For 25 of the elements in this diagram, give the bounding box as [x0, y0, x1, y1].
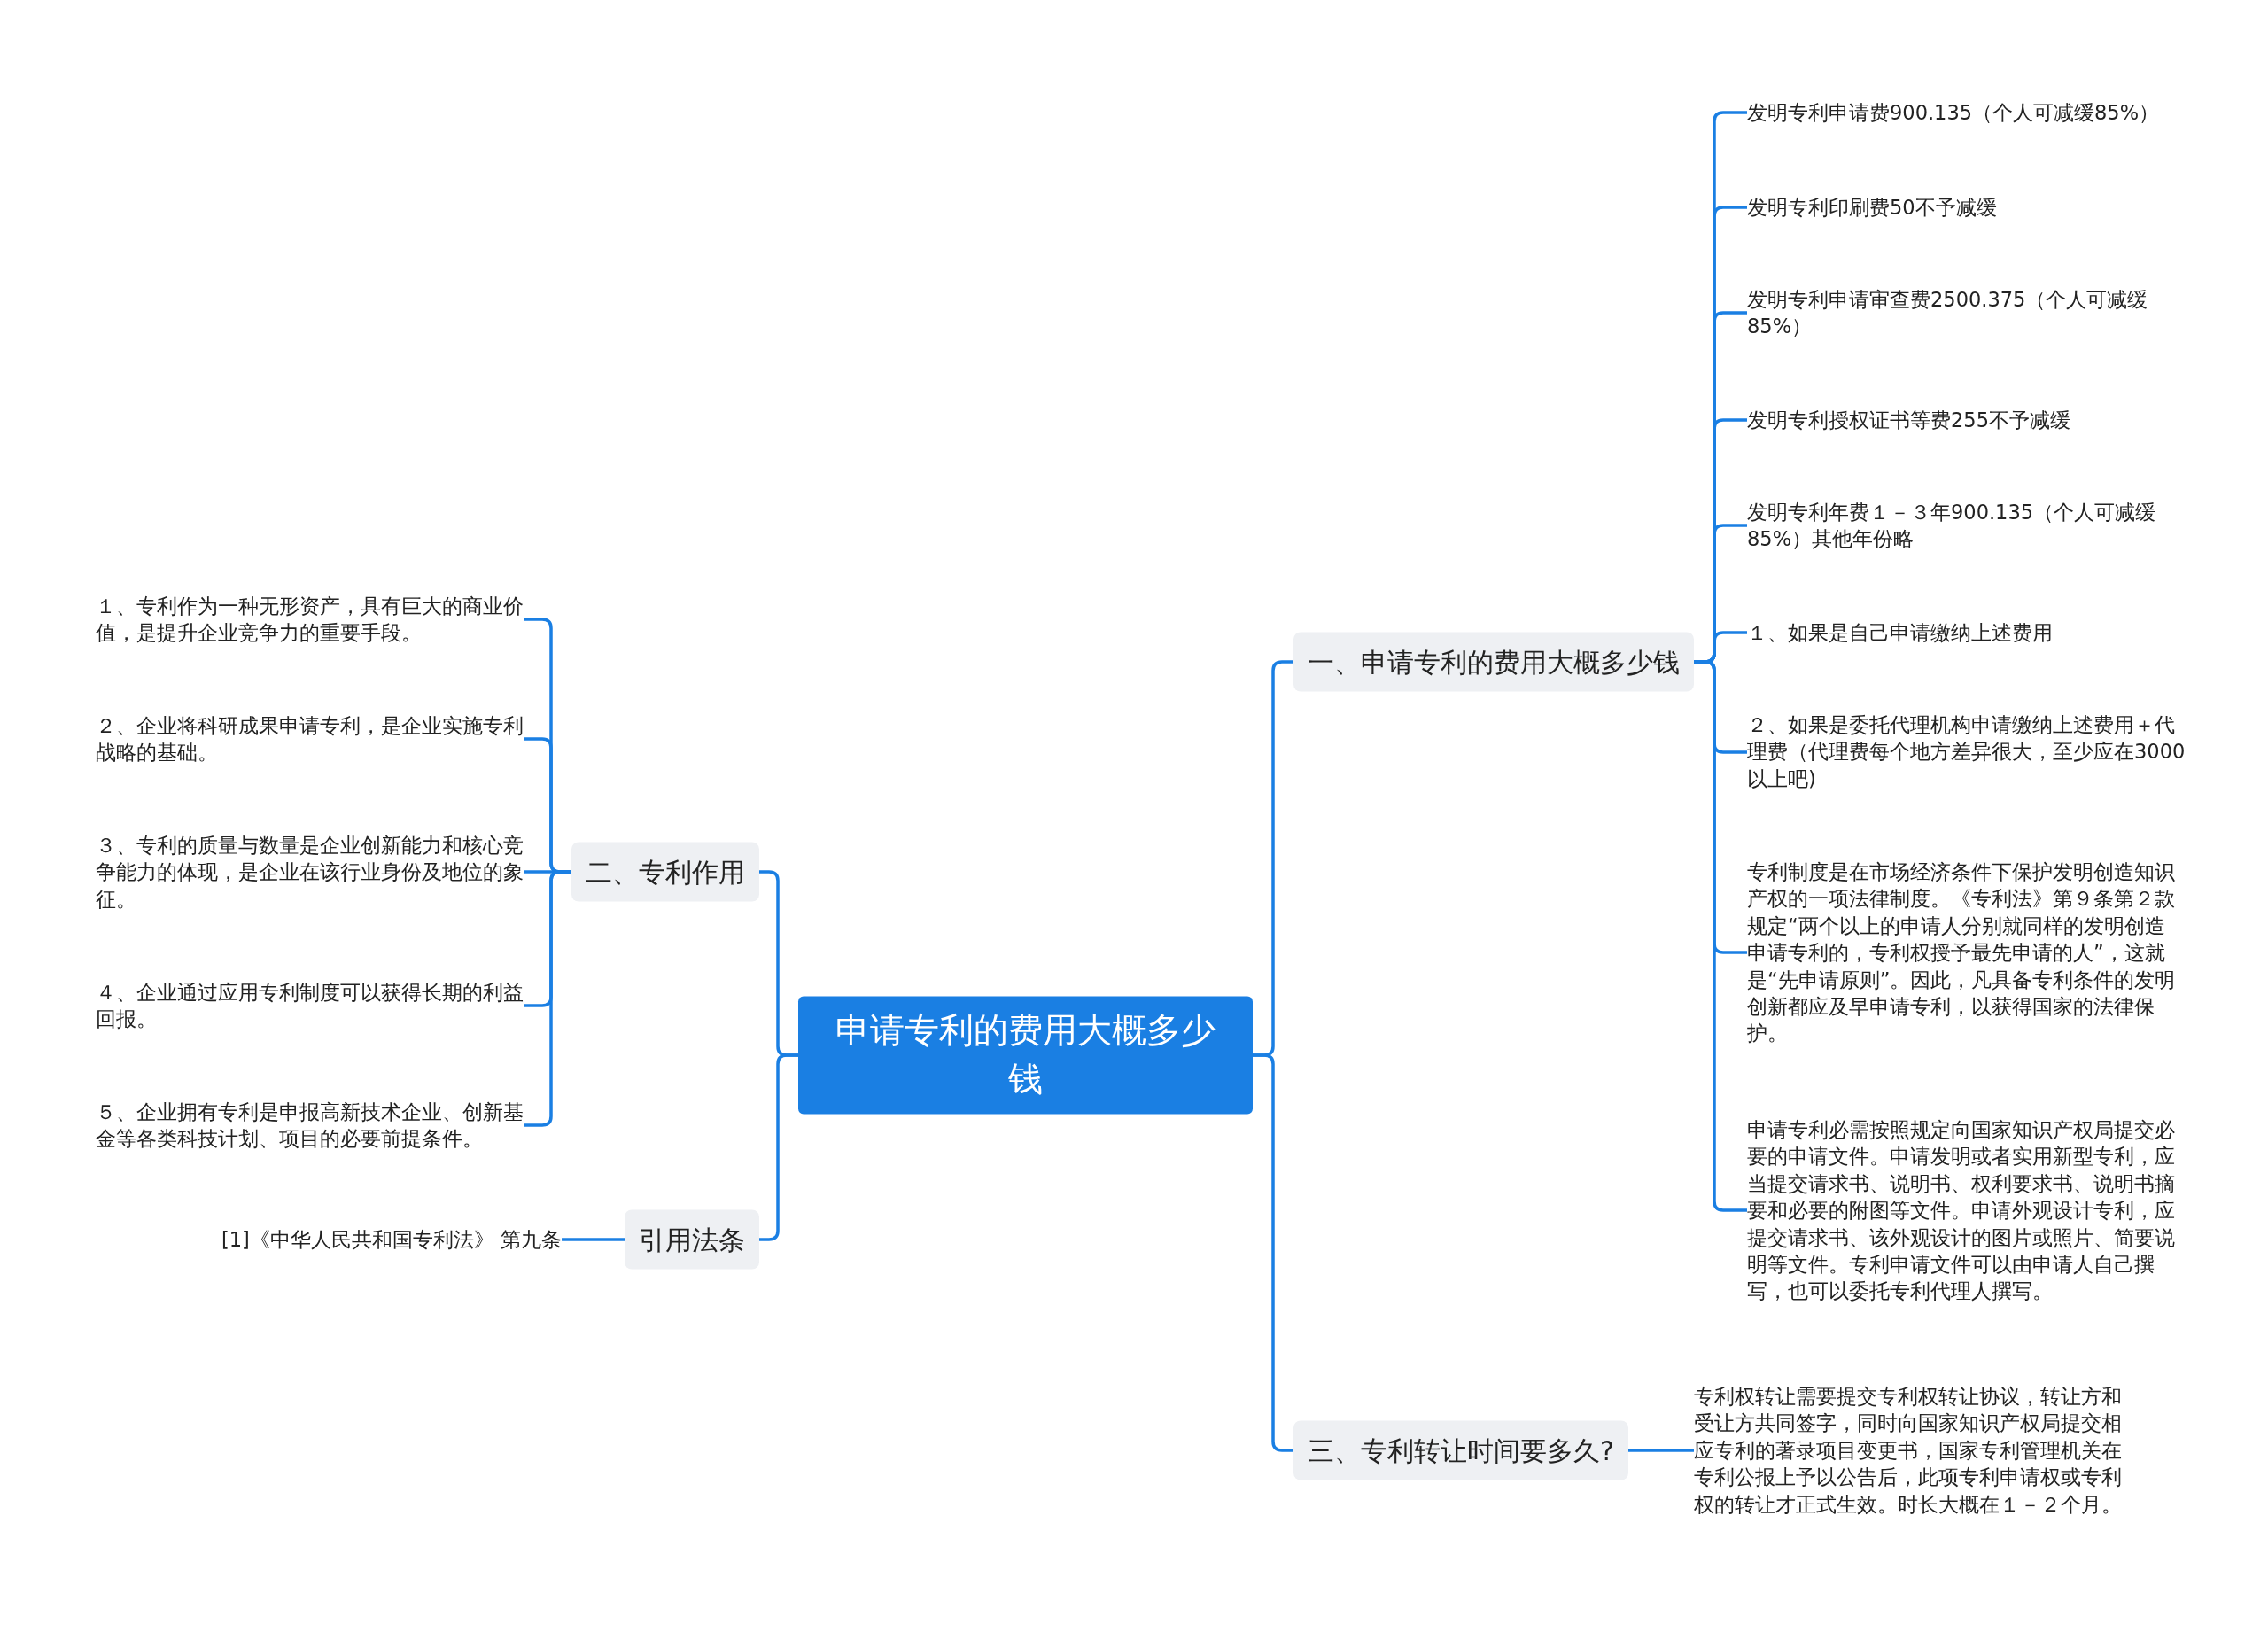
- subtopic-text: 专利制度是在市场经济条件下保护发明创造知识产权的一项法律制度。《专利法》第９条第２款规定“两个以上的申请人分别就同样的发明创造申请专利的，专利权授予最先申请的人”，这就是“先申请原则”。因此，凡具备专利条件的发明创新都应及早申请专利，以获得国家的法律保护。: [1747, 858, 2183, 1047]
- subtopic-text: ２、企业将科研成果申请专利，是企业实施专利战略的基础。: [96, 711, 524, 766]
- branch-topic: 一、申请专利的费用大概多少钱: [1293, 632, 1694, 692]
- subtopic-text: 发明专利年费１－３年900.135（个人可减缓85%）其他年份略: [1747, 498, 2190, 553]
- subtopic-text: 申请专利必需按照规定向国家知识产权局提交必要的申请文件。申请发明或者实用新型专利，应当提交请求书、说明书、权利要求书、说明书摘要和必要的附图等文件。申请外观设计专利，应提交请求书、该外观设计的图片或照片、简要说明等文件。专利申请文件可以由申请人自己撰写，也可以委托专利代理人撰写。: [1747, 1115, 2183, 1305]
- subtopic-text: ５、企业拥有专利是申报高新技术企业、创新基金等各类科技计划、项目的必要前提条件。: [96, 1098, 524, 1153]
- subtopic-text: １、如果是自己申请缴纳上述费用: [1747, 618, 2190, 647]
- subtopic-text: 发明专利印刷费50不予减缓: [1747, 193, 2190, 221]
- branch-topic: 二、专利作用: [571, 842, 759, 902]
- branch-topic: 三、专利转让时间要多久?: [1293, 1420, 1628, 1480]
- branch-topic: 引用法条: [625, 1209, 759, 1270]
- connector-line: [759, 1053, 798, 1241]
- connector-line: [562, 1238, 625, 1241]
- subtopic-text: 发明专利授权证书等费255不予减缓: [1747, 406, 2190, 434]
- subtopic-text: 发明专利申请费900.135（个人可减缓85%）: [1747, 98, 2190, 127]
- subtopic-text: ４、企业通过应用专利制度可以获得长期的利益回报。: [96, 978, 524, 1033]
- connector-line: [1253, 1053, 1293, 1452]
- subtopic-text: [1]《中华人民共和国专利法》 第九条: [221, 1225, 563, 1254]
- subtopic-text: 专利权转让需要提交专利权转让协议，转让方和受让方共同签字，同时向国家知识产权局提交相应专利的著录项目变更书，国家专利管理机关在专利公报上予以公告后，此项专利申请权或专利权的转让才正式生效。时长大概在１－２个月。: [1694, 1383, 2130, 1518]
- subtopic-text: 发明专利申请审查费2500.375（个人可减缓85%）: [1747, 285, 2190, 340]
- central-topic: 申请专利的费用大概多少钱: [798, 996, 1253, 1115]
- subtopic-text: １、专利作为一种无形资产，具有巨大的商业价值，是提升企业竞争力的重要手段。: [96, 592, 524, 647]
- connector-line: [1627, 1449, 1694, 1452]
- subtopic-text: ２、如果是委托代理机构申请缴纳上述费用＋代理费（代理费每个地方差异很大，至少应在3000以上吧): [1747, 711, 2190, 793]
- subtopic-text: ３、专利的质量与数量是企业创新能力和核心竞争能力的体现，是企业在该行业身份及地位的象征。: [96, 832, 524, 913]
